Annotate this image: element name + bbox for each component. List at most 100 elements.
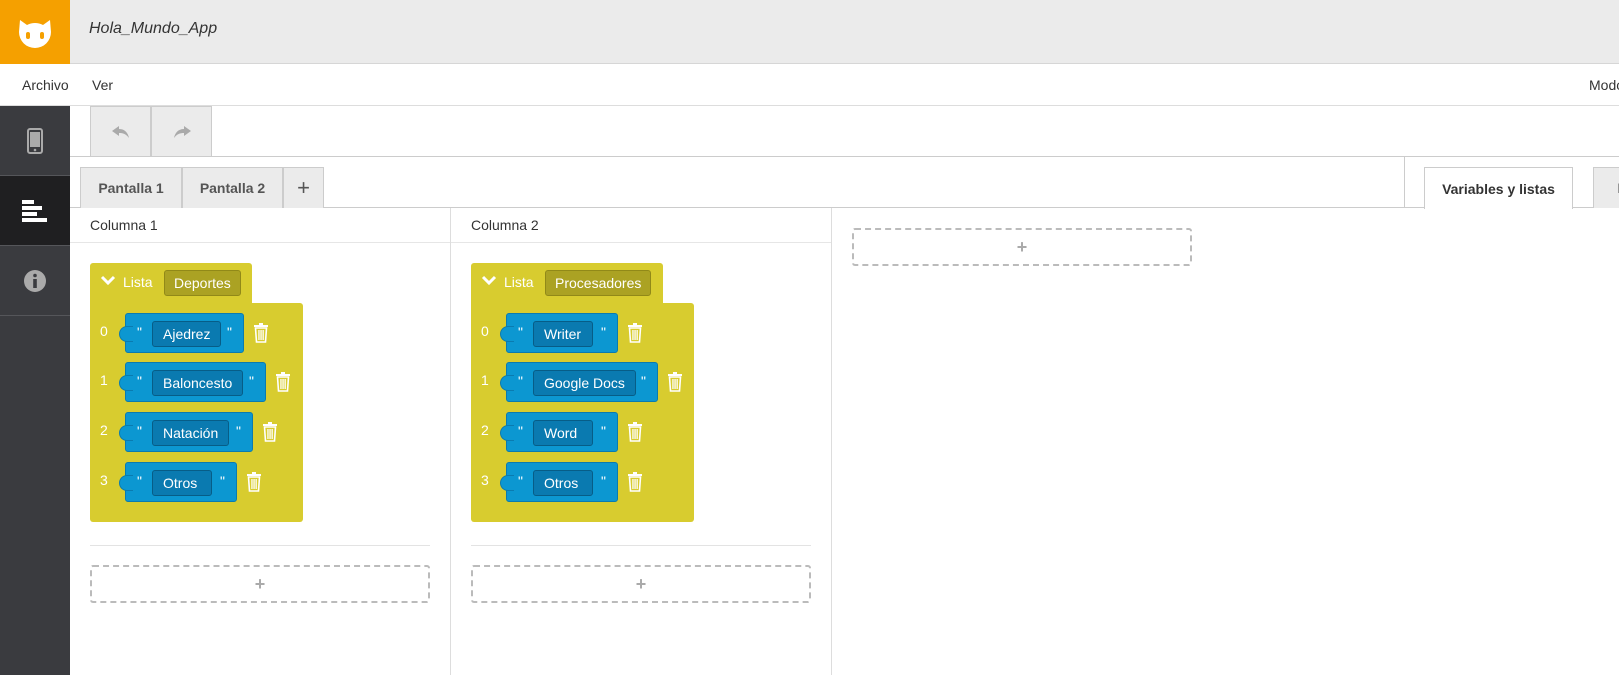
tab-screen-1[interactable]: Pantalla 1 — [80, 167, 182, 208]
trash-icon[interactable] — [627, 323, 643, 343]
block-connector — [119, 375, 133, 391]
trash-icon[interactable] — [275, 372, 291, 392]
text-value[interactable]: Word — [533, 420, 593, 446]
column-2: Columna 2 Lista Procesadores 0 " Writer … — [451, 208, 832, 675]
block-connector — [119, 475, 133, 491]
open-quote: " — [518, 373, 523, 389]
column-1: Columna 1 Lista Deportes 0 " Ajedrez " — [70, 208, 451, 675]
cat-logo-icon — [19, 20, 51, 48]
text-block[interactable]: " Word " — [500, 412, 618, 452]
column-divider — [90, 545, 430, 546]
tab-screen-2[interactable]: Pantalla 2 — [182, 167, 283, 208]
item-index: 1 — [481, 372, 489, 388]
item-index: 3 — [481, 472, 489, 488]
close-quote: " — [601, 473, 606, 489]
trash-icon[interactable] — [627, 472, 643, 492]
blocks-icon — [22, 199, 47, 222]
tab-bar: Pantalla 1 Pantalla 2 + Variables y list… — [70, 157, 1619, 209]
add-column-dropzone[interactable]: + — [852, 228, 1192, 266]
info-icon — [24, 269, 46, 292]
trash-icon[interactable] — [246, 472, 262, 492]
tab-functions[interactable]: F — [1593, 167, 1619, 208]
list-block-body: 0 " Writer " 1 — [471, 303, 694, 522]
text-block[interactable]: " Baloncesto " — [119, 362, 266, 402]
toolbar — [70, 106, 1619, 157]
menu-file[interactable]: Archivo — [22, 77, 69, 93]
close-quote: " — [236, 423, 241, 439]
sidebar-info-button[interactable] — [0, 246, 70, 316]
open-quote: " — [518, 423, 523, 439]
block-connector — [119, 425, 133, 441]
close-quote: " — [220, 473, 225, 489]
list-name[interactable]: Procesadores — [545, 270, 652, 296]
column-divider — [471, 545, 811, 546]
item-index: 0 — [481, 323, 489, 339]
redo-icon — [173, 125, 191, 138]
text-block[interactable]: " Otros " — [500, 462, 618, 502]
chevron-down-icon[interactable] — [481, 273, 497, 289]
sidebar-design-button[interactable] — [0, 106, 70, 176]
open-quote: " — [518, 473, 523, 489]
trash-icon[interactable] — [253, 323, 269, 343]
text-block[interactable]: " Writer " — [500, 313, 618, 353]
chevron-down-icon[interactable] — [100, 273, 116, 289]
menu-view[interactable]: Ver — [92, 77, 114, 93]
undo-icon — [111, 125, 129, 138]
trash-icon[interactable] — [667, 372, 683, 392]
text-value[interactable]: Baloncesto — [152, 370, 244, 396]
block-connector — [500, 425, 514, 441]
item-index: 3 — [100, 472, 108, 488]
text-block[interactable]: " Natación " — [119, 412, 253, 452]
block-connector — [119, 326, 133, 342]
close-quote: " — [601, 423, 606, 439]
add-block-dropzone[interactable]: + — [471, 565, 811, 603]
app-title: Hola_Mundo_App — [89, 20, 218, 37]
close-quote: " — [601, 324, 606, 340]
text-value[interactable]: Natación — [152, 420, 230, 446]
tab-variables-lists[interactable]: Variables y listas — [1424, 167, 1573, 209]
phone-icon — [27, 127, 43, 154]
column-header: Columna 2 — [451, 208, 831, 243]
list-label: Lista — [123, 274, 153, 290]
header: Hola_Mundo_App — [0, 0, 1619, 64]
column-title: Columna 1 — [90, 217, 158, 233]
sidebar — [0, 106, 70, 675]
open-quote: " — [137, 324, 142, 340]
list-block-header: Lista Deportes — [90, 263, 252, 303]
open-quote: " — [137, 423, 142, 439]
item-index: 1 — [100, 372, 108, 388]
close-quote: " — [227, 324, 232, 340]
block-connector — [500, 375, 514, 391]
block-connector — [500, 475, 514, 491]
menu-mode[interactable]: Modo — [1589, 77, 1619, 93]
text-value[interactable]: Google Docs — [533, 370, 636, 396]
sidebar-blocks-button[interactable] — [0, 176, 70, 246]
add-screen-button[interactable]: + — [283, 167, 324, 208]
close-quote: " — [641, 373, 646, 389]
list-block-header: Lista Procesadores — [471, 263, 663, 303]
close-quote: " — [249, 373, 254, 389]
open-quote: " — [137, 473, 142, 489]
redo-button[interactable] — [151, 106, 212, 157]
list-block-body: 0 " Ajedrez " 1 — [90, 303, 303, 522]
text-value[interactable]: Otros — [152, 470, 212, 496]
text-value[interactable]: Otros — [533, 470, 593, 496]
item-index: 2 — [481, 422, 489, 438]
open-quote: " — [137, 373, 142, 389]
app-logo[interactable] — [0, 0, 70, 64]
text-value[interactable]: Writer — [533, 321, 593, 347]
text-value[interactable]: Ajedrez — [152, 321, 222, 347]
tab-separator — [1404, 157, 1405, 208]
block-connector — [500, 326, 514, 342]
trash-icon[interactable] — [262, 422, 278, 442]
text-block[interactable]: " Google Docs " — [500, 362, 658, 402]
text-block[interactable]: " Otros " — [119, 462, 237, 502]
list-label: Lista — [504, 274, 534, 290]
undo-button[interactable] — [90, 106, 151, 157]
item-index: 0 — [100, 323, 108, 339]
list-name[interactable]: Deportes — [164, 270, 241, 296]
add-block-dropzone[interactable]: + — [90, 565, 430, 603]
text-block[interactable]: " Ajedrez " — [119, 313, 244, 353]
trash-icon[interactable] — [627, 422, 643, 442]
